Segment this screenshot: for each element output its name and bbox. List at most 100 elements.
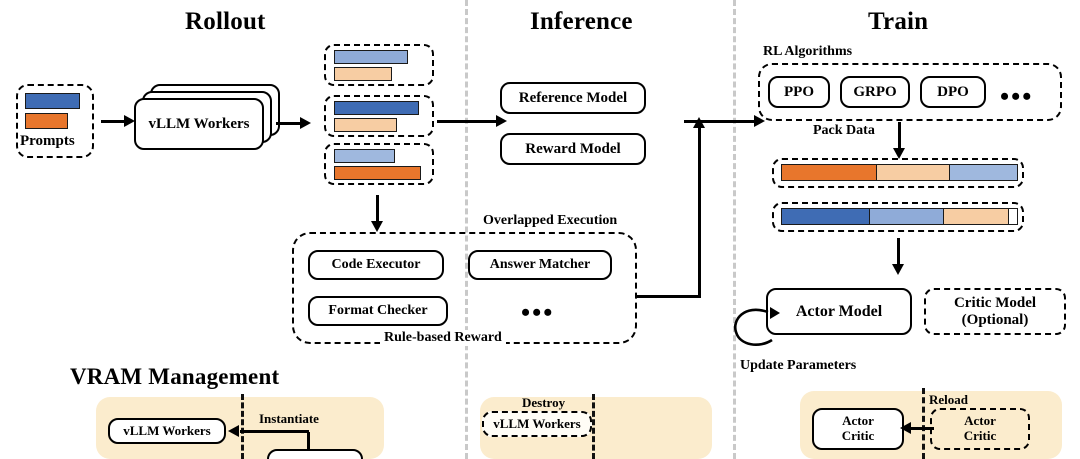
critic-model-label-line2: (Optional) [961,311,1029,328]
divider-inference-train [733,0,736,459]
vram-actor-critic-active-line1: Actor [842,413,874,429]
code-executor-label: Code Executor [331,257,421,273]
vram-actor-critic-offload-box [267,449,363,459]
overlapped-execution-label: Overlapped Execution [483,213,618,228]
vram-instantiate-arrow-head [228,425,239,437]
vram-reload-line-h [910,427,934,430]
rule-based-reward-label: Rule-based Reward [380,330,506,346]
packed-row-1-seg-1 [781,164,877,181]
vram-management-title: VRAM Management [70,364,280,389]
arrow-pack-data-line [898,122,901,150]
vram-actor-critic-reload-line1: Actor [964,413,996,429]
packed-row-2-seg-2 [869,208,944,225]
packed-row-2-seg-1 [781,208,870,225]
vram-vllm-workers-destroyed-box[interactable]: vLLM Workers [482,411,592,437]
grpo-box[interactable]: GRPO [840,76,910,108]
reward-ellipsis-icon: ••• [521,298,555,327]
vram-instantiate-line-h [240,430,309,433]
actor-model-label: Actor Model [795,302,883,320]
vllm-workers-label: vLLM Workers [148,115,250,132]
packed-row-1-seg-2 [876,164,950,181]
packed-row-1-group [772,158,1024,188]
update-parameters-label: Update Parameters [740,358,857,373]
arrow-prompts-to-workers-line [101,120,125,123]
reward-model-box[interactable]: Reward Model [500,133,646,165]
vram-reload-label: Reload [929,392,968,407]
update-parameters-loop-icon [733,307,780,346]
rollout-bar-3-b [334,166,421,180]
packed-row-2-group [772,202,1024,232]
vram-split-inference [592,394,595,459]
rl-algorithms-group [758,63,1062,121]
prompt-bar-blue [25,93,80,109]
arrow-rollouts-to-inference-line [437,120,497,123]
vram-actor-critic-reload-line2: Critic [963,428,997,443]
critic-model-box[interactable]: Critic Model (Optional) [924,288,1066,335]
arrow-pack-data-head [893,148,905,159]
rollout-bar-1-b [334,67,392,81]
grpo-label: GRPO [853,83,897,100]
arrow-inference-to-train-head [754,115,765,127]
reference-model-label: Reference Model [518,89,628,106]
format-checker-label: Format Checker [328,303,428,319]
dpo-label: DPO [937,83,969,100]
packed-row-2-seg-3 [943,208,1009,225]
vram-actor-critic-active-line2: Critic [841,428,875,443]
rollout-group-3 [324,143,434,185]
arrow-reward-to-train-seg-v [698,123,701,297]
section-title-inference: Inference [530,8,633,35]
vram-destroy-label: Destroy [522,395,566,410]
prompts-group [16,84,94,158]
ppo-label: PPO [784,83,814,100]
arrow-reward-to-train-seg-h1 [636,295,701,298]
critic-model-label-line1: Critic Model [953,294,1037,311]
arrow-packed-to-actor-line [897,238,900,266]
vram-split-rollout [241,394,244,459]
code-executor-box[interactable]: Code Executor [308,250,444,280]
rollout-bar-1-a [334,50,408,64]
arrow-workers-to-rollouts-head [300,117,311,129]
rollout-bar-2-a [334,101,419,115]
rule-based-reward-group [292,232,637,344]
rollout-group-2 [324,95,434,137]
answer-matcher-box[interactable]: Answer Matcher [468,250,612,280]
ppo-box[interactable]: PPO [768,76,830,108]
rollout-group-1 [324,44,434,86]
vllm-workers-card[interactable]: vLLM Workers [134,98,264,150]
rollout-bar-3-a [334,149,395,163]
reference-model-box[interactable]: Reference Model [500,82,646,114]
packed-row-1-seg-3 [949,164,1018,181]
section-title-rollout: Rollout [185,8,266,35]
arrow-inference-to-train-line [684,120,756,123]
arrow-rollouts-to-reward-line [376,195,379,223]
reward-model-label: Reward Model [525,140,621,157]
rl-algorithms-label: RL Algorithms [760,44,856,60]
vram-instantiate-line-v [307,432,310,459]
vram-instantiate-label: Instantiate [259,411,319,426]
arrow-rollouts-to-inference-head [496,115,507,127]
vram-actor-critic-reload-box[interactable]: Actor Critic [930,408,1030,450]
vram-actor-critic-active-box[interactable]: Actor Critic [812,408,904,450]
vram-reload-arrow-head [900,422,911,434]
format-checker-box[interactable]: Format Checker [308,296,448,326]
pack-data-label: Pack Data [813,123,875,138]
answer-matcher-label: Answer Matcher [489,257,591,273]
arrow-packed-to-actor-head [892,264,904,275]
rollout-bar-2-b [334,118,397,132]
section-title-train: Train [868,8,929,35]
vram-vllm-workers-active-box[interactable]: vLLM Workers [108,418,226,444]
vram-split-train [922,388,925,459]
arrow-reward-to-train-head-up [693,117,705,128]
packed-row-2-seg-4 [1008,208,1018,225]
prompts-label: Prompts [20,133,75,150]
divider-rollout-inference [465,0,468,459]
algorithms-ellipsis-icon: ••• [1000,82,1034,111]
prompt-bar-orange [25,113,68,129]
dpo-box[interactable]: DPO [920,76,986,108]
arrow-prompts-to-workers-head [124,115,135,127]
vram-vllm-workers-destroyed-label: vLLM Workers [493,415,581,431]
arrow-workers-to-rollouts-line [276,122,301,125]
vram-vllm-workers-active-label: vLLM Workers [123,422,211,438]
actor-model-box[interactable]: Actor Model [766,288,912,335]
